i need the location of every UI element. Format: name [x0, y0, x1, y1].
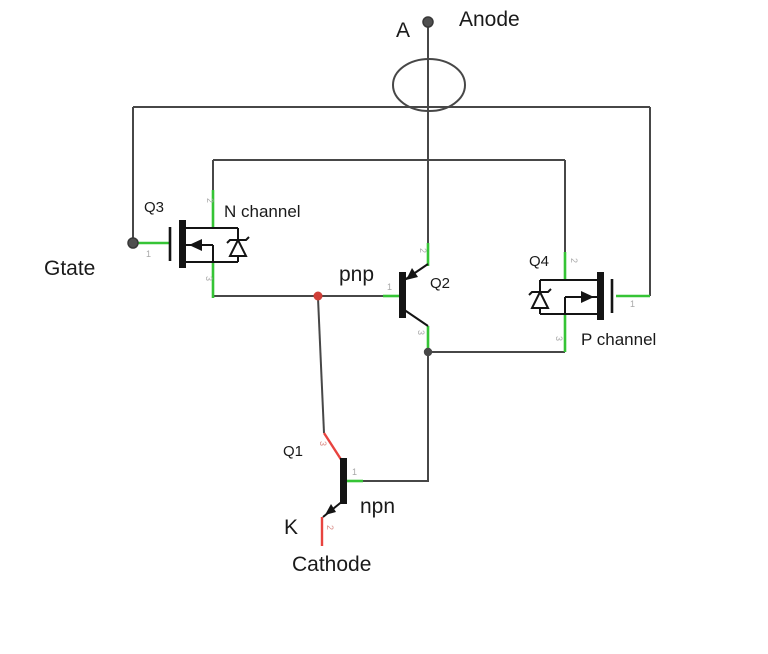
- q2-pnp-transistor[interactable]: [399, 263, 429, 327]
- wire-junction-to-q1[interactable]: [317, 297, 325, 434]
- q2-emitter-lead: [402, 263, 429, 282]
- q2-type-label: pnp: [339, 263, 374, 286]
- anode-label: Anode: [459, 8, 520, 31]
- q4-ref-label: Q4: [529, 253, 549, 270]
- q4-type-label: P channel: [581, 330, 656, 349]
- gate-label: Gtate: [44, 257, 95, 280]
- q4-pin2-number: 2: [569, 258, 579, 263]
- gate-port-dot[interactable]: [127, 237, 139, 249]
- q4-body-diode-icon: [530, 289, 550, 309]
- q3-type-label: N channel: [224, 202, 301, 221]
- q3-arrow-icon: [189, 239, 202, 251]
- wire-q1-base-run[interactable]: [363, 352, 429, 482]
- q1-pin2-number: 2: [325, 525, 335, 530]
- q3-body-diode-icon: [228, 237, 248, 257]
- q4-channel-bar: [597, 272, 604, 320]
- q1-pin3-number: 3: [318, 441, 328, 446]
- cathode-label: Cathode: [292, 553, 371, 576]
- q3-pin2-number: 2: [205, 198, 215, 203]
- q1-ref-label: Q1: [283, 443, 303, 460]
- connected-pin-stubs: [137, 190, 650, 483]
- junction-dot-base-node-red: [313, 291, 323, 301]
- q4-arrow-icon: [581, 291, 594, 303]
- junction-dot-collector-node: [423, 347, 433, 357]
- q1-npn-transistor[interactable]: [322, 458, 347, 518]
- anode-pin-label: A: [396, 19, 410, 42]
- open-pin-wires: [320, 432, 344, 546]
- q3-channel-bar: [179, 220, 186, 268]
- q4-pin1-number: 1: [630, 299, 635, 309]
- q2-emitter-arrow-icon: [406, 268, 418, 280]
- wire-crossover-loop[interactable]: [392, 58, 466, 112]
- q2-pin3-number: 3: [416, 330, 426, 335]
- q2-pin1-number: 1: [387, 282, 392, 292]
- q3-pin3-number: 3: [204, 276, 214, 281]
- q2-ref-label: Q2: [430, 275, 450, 292]
- q1-pin1-number: 1: [352, 467, 357, 477]
- wires: [132, 27, 651, 482]
- q1-type-label: npn: [360, 495, 395, 518]
- q1-emitter-arrow-icon: [325, 504, 336, 515]
- q3-zener-bar-icon: [226, 236, 250, 244]
- q2-pin2-number: 2: [418, 248, 428, 253]
- q4-pchannel-mosfet[interactable]: [528, 272, 614, 320]
- q1-collector-pin-red[interactable]: [322, 432, 344, 462]
- q4-pin3-number: 3: [554, 336, 564, 341]
- q2-collector-lead: [402, 308, 429, 327]
- anode-port-dot[interactable]: [422, 16, 434, 28]
- q3-nchannel-mosfet[interactable]: [168, 220, 250, 268]
- cathode-pin-label: K: [284, 516, 298, 539]
- q3-ref-label: Q3: [144, 199, 164, 216]
- q4-zener-bar-icon: [528, 288, 552, 296]
- q2-base-bar: [399, 272, 406, 318]
- q3-pin1-number: 1: [146, 249, 151, 259]
- q1-base-bar: [340, 458, 347, 504]
